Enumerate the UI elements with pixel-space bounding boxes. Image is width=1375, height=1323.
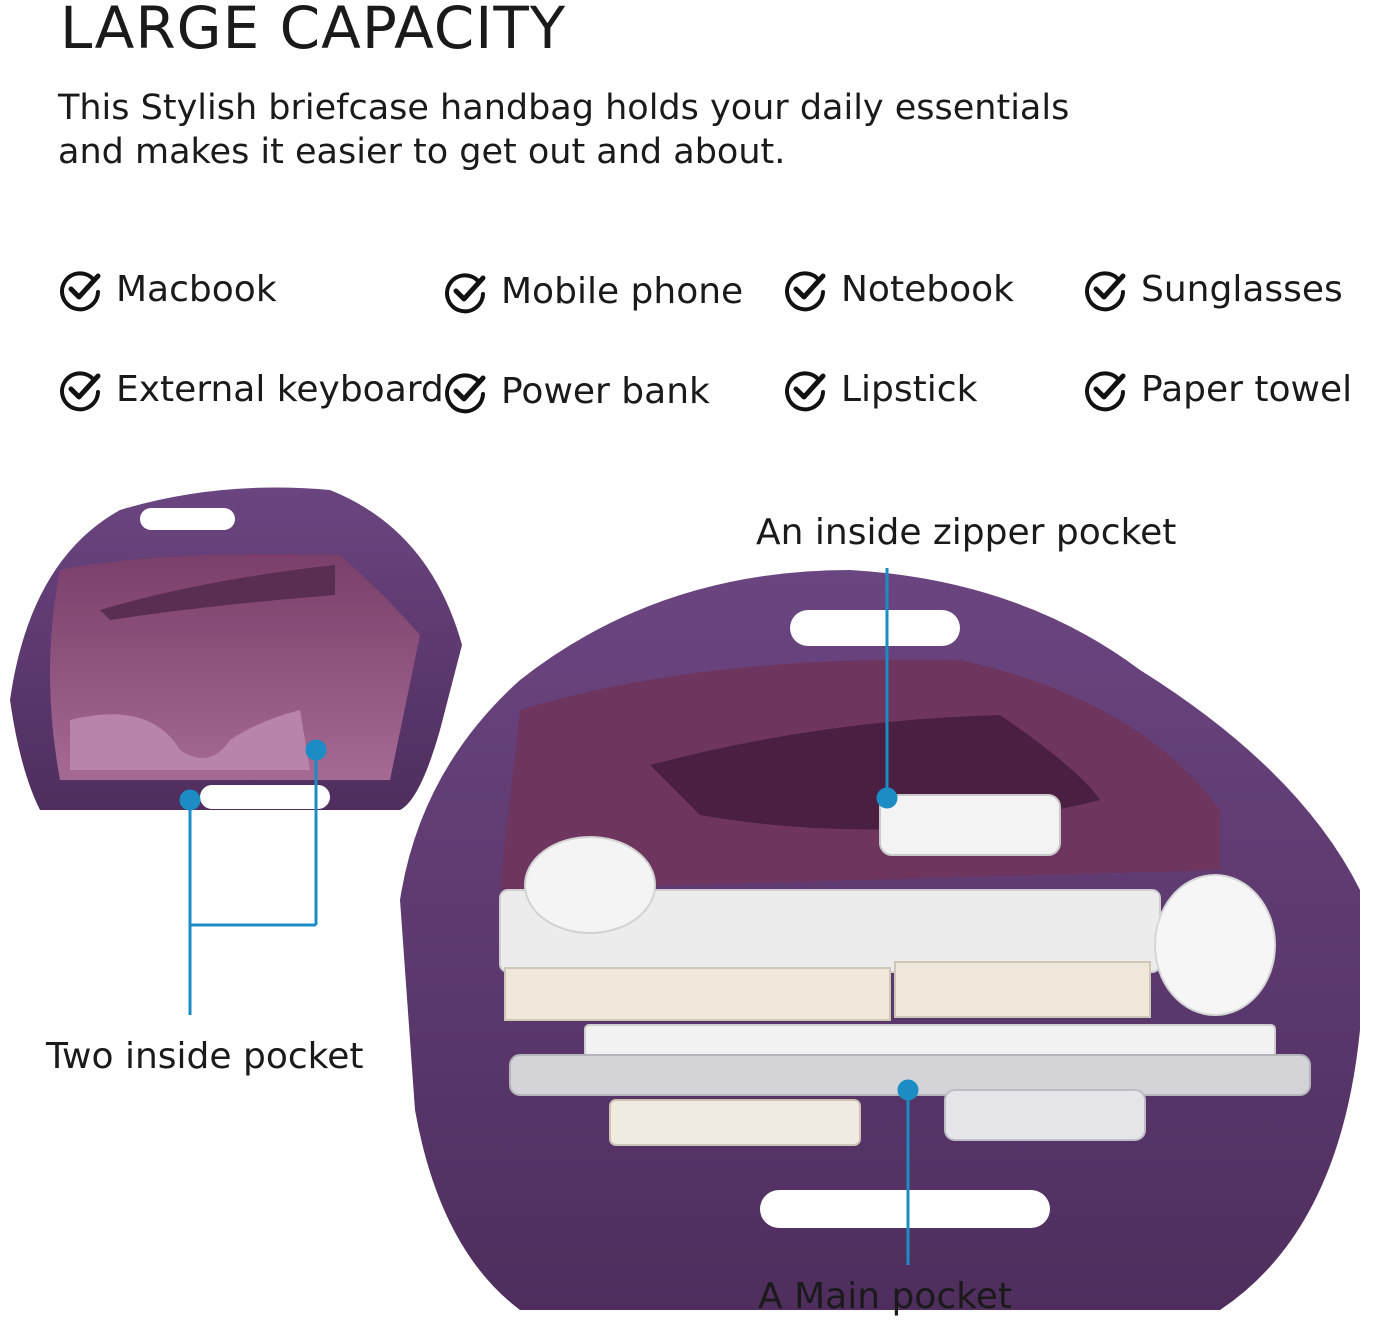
checklist-item-label: Sunglasses (1141, 268, 1343, 310)
checklist-item: Paper towel (1083, 366, 1352, 412)
checklist-item-label: External keyboard (116, 368, 444, 410)
check-circle-icon (445, 373, 486, 414)
check-circle-icon (1085, 371, 1126, 412)
checklist-item-label: Power bank (501, 370, 710, 412)
page-subtitle: This Stylish briefcase handbag holds you… (58, 88, 1070, 172)
checklist-item: Sunglasses (1083, 266, 1343, 312)
check-circle-icon (445, 273, 486, 314)
check-circle-icon (785, 371, 826, 412)
checklist-item-label: Lipstick (841, 368, 978, 410)
large-bag-image (400, 570, 1360, 1310)
zipper-pocket-label: An inside zipper pocket (756, 512, 1177, 553)
check-circle-icon (1085, 271, 1126, 312)
checklist-item-label: Mobile phone (501, 270, 744, 312)
two-pocket-label: Two inside pocket (46, 1036, 364, 1077)
checklist-item-label: Notebook (841, 268, 1014, 310)
checklist-item: Mobile phone (443, 268, 743, 314)
check-circle-icon (785, 271, 826, 312)
two-pocket-pointer (179, 739, 327, 1015)
checklist-item: Notebook (783, 266, 1014, 312)
small-bag-image (10, 487, 462, 810)
checklist-item: External keyboard (58, 366, 444, 412)
checklist-item-label: Macbook (116, 268, 277, 310)
check-circle-icon (60, 271, 101, 312)
page-title: LARGE CAPACITY (60, 0, 567, 62)
checklist-item-label: Paper towel (1141, 368, 1353, 410)
main-pocket-label: A Main pocket (758, 1276, 1012, 1317)
check-circle-icon (60, 371, 101, 412)
main-pocket-pointer (897, 1079, 919, 1265)
zipper-pocket-pointer (876, 568, 898, 809)
checklist-item: Lipstick (783, 366, 977, 412)
checklist-item: Macbook (58, 266, 277, 312)
product-photo (10, 487, 1360, 1310)
checklist-item: Power bank (443, 368, 710, 414)
